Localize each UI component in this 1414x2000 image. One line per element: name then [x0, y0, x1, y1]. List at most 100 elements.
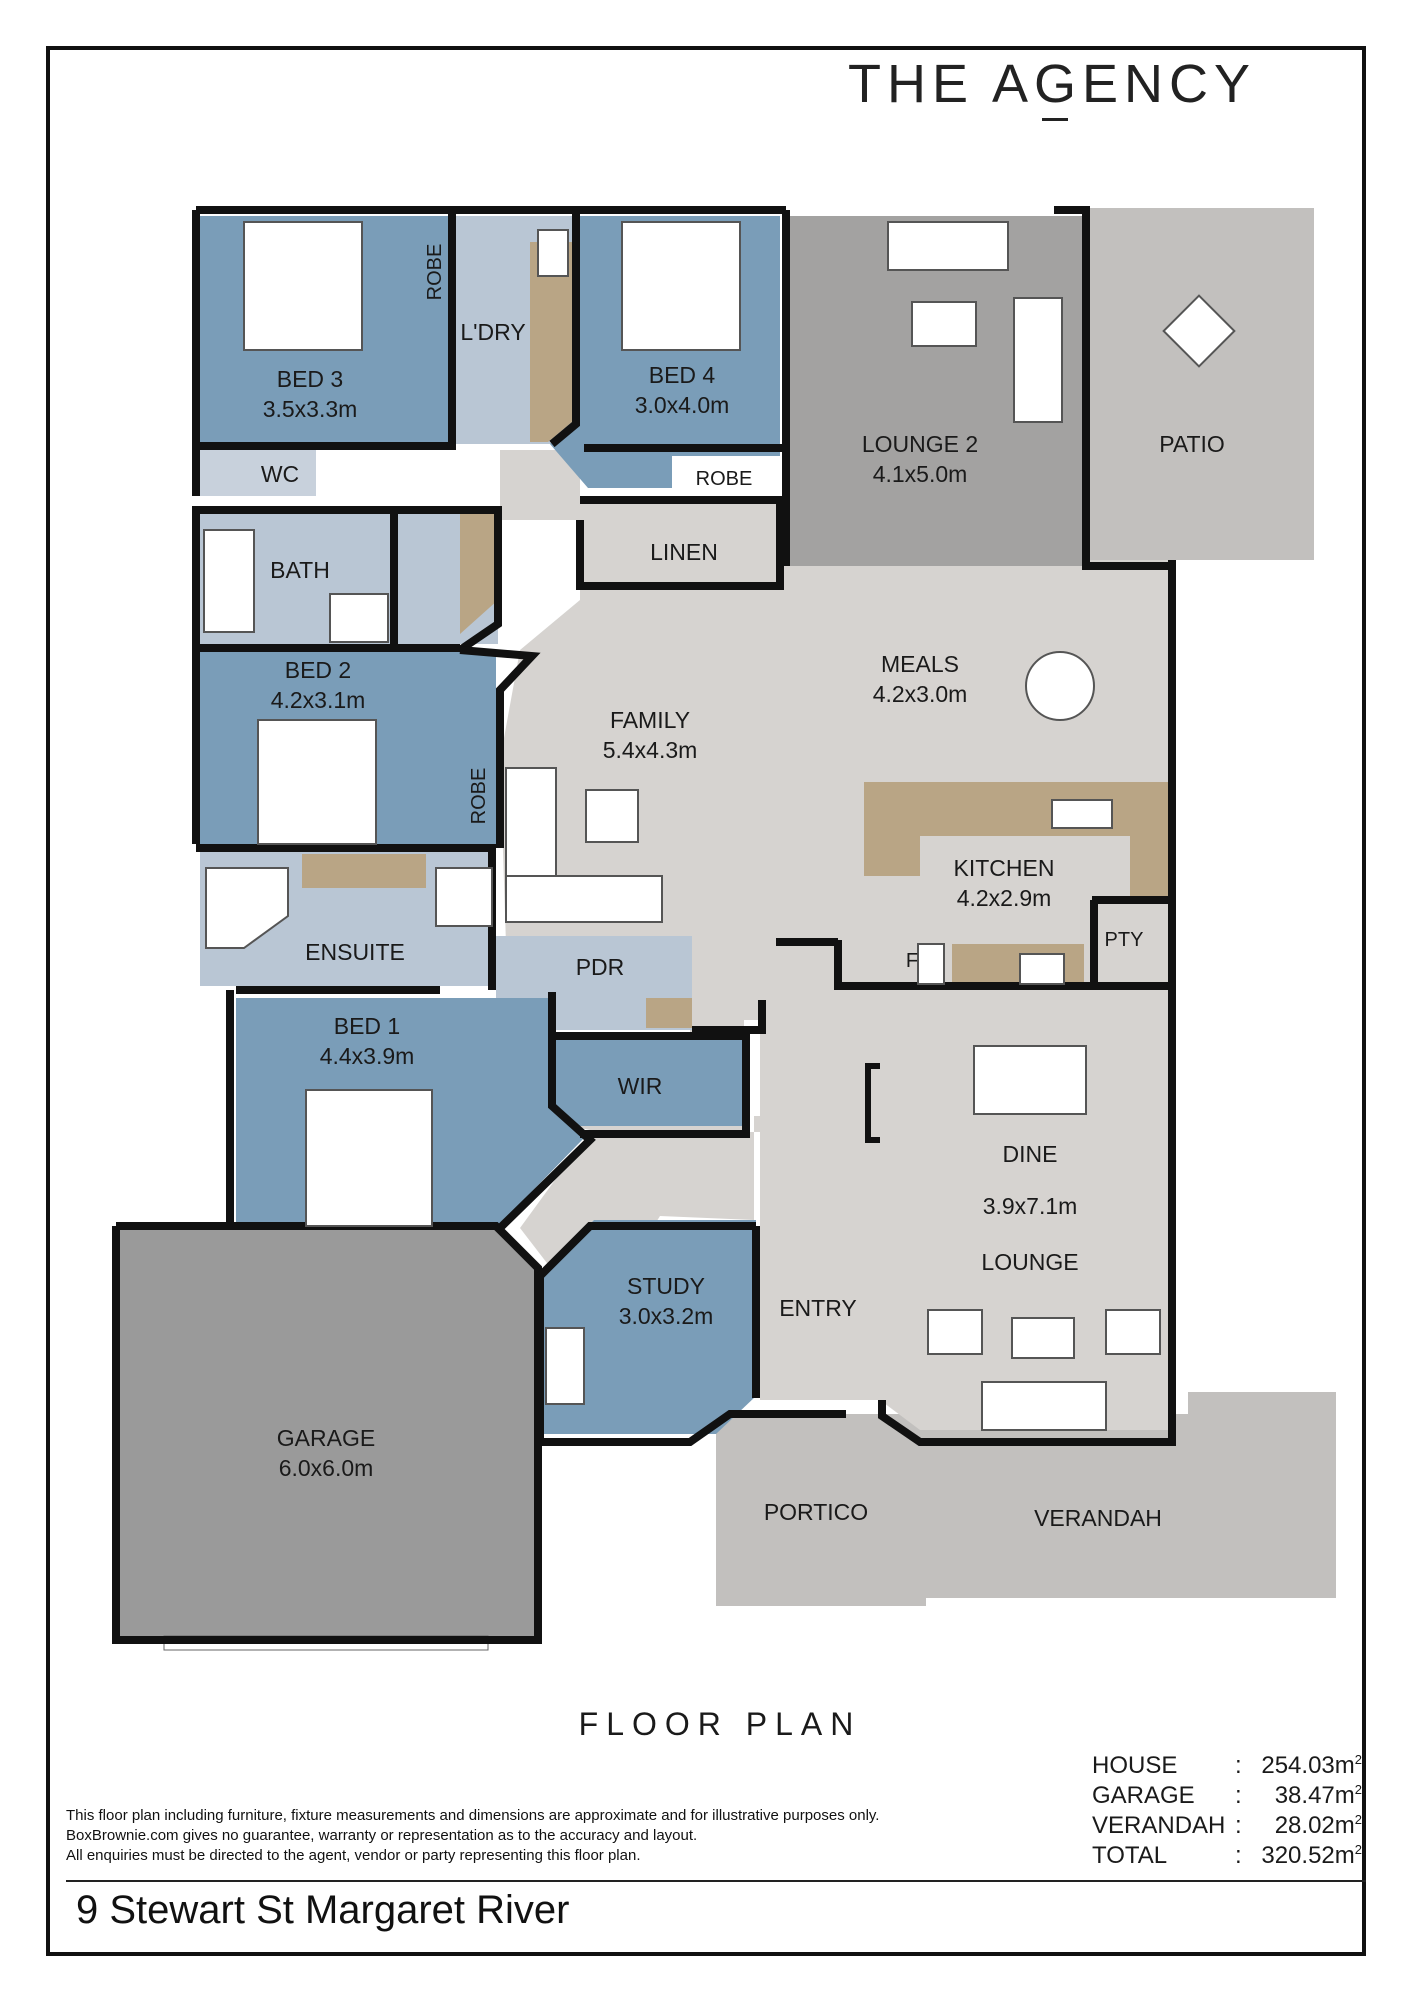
garage-label: GARAGE: [277, 1425, 375, 1451]
lounge-sofa: [981, 1381, 1107, 1431]
bed2-bed: [257, 719, 377, 845]
lounge2-sofa-side: [1013, 297, 1063, 423]
area-summary: HOUSE : 254.03m2 GARAGE : 38.47m2 VERAND…: [1092, 1752, 1362, 1872]
area-row-garage: GARAGE : 38.47m2: [1092, 1782, 1362, 1809]
patio-table: [1162, 294, 1236, 368]
pantry-label: PTY: [1105, 929, 1144, 951]
patio-area: [1086, 208, 1314, 560]
lounge2-label: LOUNGE 2: [862, 431, 978, 457]
area-value: 38.47m2: [1274, 1782, 1362, 1809]
disclaimer-line: BoxBrownie.com gives no guarantee, warra…: [66, 1827, 698, 1844]
kitchen-sink: [1051, 799, 1113, 829]
wir-label: WIR: [618, 1073, 663, 1099]
bed3-size: 3.5x3.3m: [263, 396, 358, 422]
bathtub: [203, 529, 255, 633]
fridge-box: [917, 943, 945, 985]
page-border: [46, 46, 1366, 1956]
dine-label: DINE: [1003, 1141, 1058, 1167]
area-name: GARAGE: [1092, 1782, 1195, 1809]
bath-label: BATH: [270, 557, 330, 583]
ensuite-label: ENSUITE: [305, 939, 405, 965]
garage-size: 6.0x6.0m: [279, 1455, 374, 1481]
lounge2-sofa: [887, 221, 1009, 271]
ensuite-vanity: [302, 854, 426, 888]
bed1-size: 4.4x3.9m: [320, 1043, 415, 1069]
area-value: 28.02m2: [1274, 1812, 1362, 1839]
dine-lounge-size: 3.9x7.1m: [983, 1193, 1078, 1219]
ensuite-shower: [435, 867, 493, 927]
portico-label: PORTICO: [764, 1499, 868, 1525]
bath-vanity: [460, 506, 498, 634]
shower: [329, 593, 389, 643]
area-name: VERANDAH: [1092, 1812, 1226, 1839]
disclaimer: This floor plan including furniture, fix…: [66, 1806, 1026, 1866]
logo-text: THE AGENCY: [848, 54, 1256, 114]
family-size: 5.4x4.3m: [603, 737, 698, 763]
lounge-chair-left: [927, 1309, 983, 1355]
lounge2-table: [911, 301, 977, 347]
linen-label: LINEN: [650, 539, 718, 565]
study-floor: [540, 1220, 756, 1434]
logo-underline: [1042, 118, 1068, 121]
property-address: 9 Stewart St Margaret River: [76, 1888, 570, 1932]
verandah-label: VERANDAH: [1034, 1505, 1162, 1531]
laundry-label: L'DRY: [460, 319, 525, 345]
disclaimer-line: This floor plan including furniture, fix…: [66, 1807, 880, 1824]
laundry-bench: [530, 242, 572, 442]
patio-label: PATIO: [1159, 431, 1225, 457]
disclaimer-line: All enquiries must be directed to the ag…: [66, 1847, 641, 1864]
robe-bed2-label: ROBE: [468, 768, 490, 825]
bed2-size: 4.2x3.1m: [271, 687, 366, 713]
entry-label: ENTRY: [779, 1295, 857, 1321]
bed2-label: BED 2: [285, 657, 351, 683]
dining-table: [973, 1045, 1087, 1115]
study-size: 3.0x3.2m: [619, 1303, 714, 1329]
floor-plan-title: FLOOR PLAN: [578, 1706, 862, 1742]
ensuite-spa: [205, 867, 289, 949]
family-label: FAMILY: [610, 707, 690, 733]
lounge2-size: 4.1x5.0m: [873, 461, 968, 487]
area-row-verandah: VERANDAH : 28.02m2: [1092, 1812, 1362, 1839]
bed4-size: 3.0x4.0m: [635, 392, 730, 418]
bed3-bed: [243, 221, 363, 351]
wc-label: WC: [261, 461, 299, 487]
family-table: [585, 789, 639, 843]
footer-divider: [66, 1880, 1366, 1882]
family-sofa: [505, 875, 663, 923]
portico-area: [716, 1414, 926, 1606]
bed4-label: BED 4: [649, 362, 716, 388]
agency-logo: THE AGENCY: [848, 54, 1256, 121]
robe-bed3-label: ROBE: [424, 244, 446, 301]
study-label: STUDY: [627, 1273, 705, 1299]
meals-size: 4.2x3.0m: [873, 681, 968, 707]
meals-label: MEALS: [881, 651, 959, 677]
walls: [112, 206, 1176, 1644]
lounge-chair-right: [1105, 1309, 1161, 1355]
bed1-bed: [305, 1089, 433, 1227]
wc-floor: [200, 450, 316, 496]
wir-floor: [548, 1036, 742, 1126]
pdr-label: PDR: [576, 954, 625, 980]
living-floor: [310, 450, 1172, 1430]
study-desk: [545, 1327, 585, 1405]
lounge-label: LOUNGE: [981, 1249, 1078, 1275]
cooktop: [1019, 953, 1065, 985]
area-value: 320.52m2: [1261, 1842, 1362, 1869]
meals-table: [1025, 651, 1095, 721]
area-row-total: TOTAL : 320.52m2: [1092, 1842, 1362, 1869]
area-value: 254.03m2: [1261, 1752, 1362, 1779]
kitchen-size: 4.2x2.9m: [957, 885, 1052, 911]
lounge-table: [1011, 1317, 1075, 1359]
bed4-bed: [621, 221, 741, 351]
laundry-tub: [537, 229, 569, 277]
area-name: TOTAL: [1092, 1842, 1168, 1869]
fridge-label: F: [906, 950, 918, 972]
bed3-label: BED 3: [277, 366, 343, 392]
pdr-vanity: [646, 998, 692, 1028]
area-row-house: HOUSE : 254.03m2: [1092, 1752, 1362, 1779]
room-labels: BED 3 3.5x3.3m ROBE L'DRY BED 4 3.0x4.0m…: [261, 244, 1225, 1531]
area-name: HOUSE: [1092, 1752, 1178, 1779]
kitchen-label: KITCHEN: [954, 855, 1055, 881]
bed1-label: BED 1: [334, 1013, 400, 1039]
